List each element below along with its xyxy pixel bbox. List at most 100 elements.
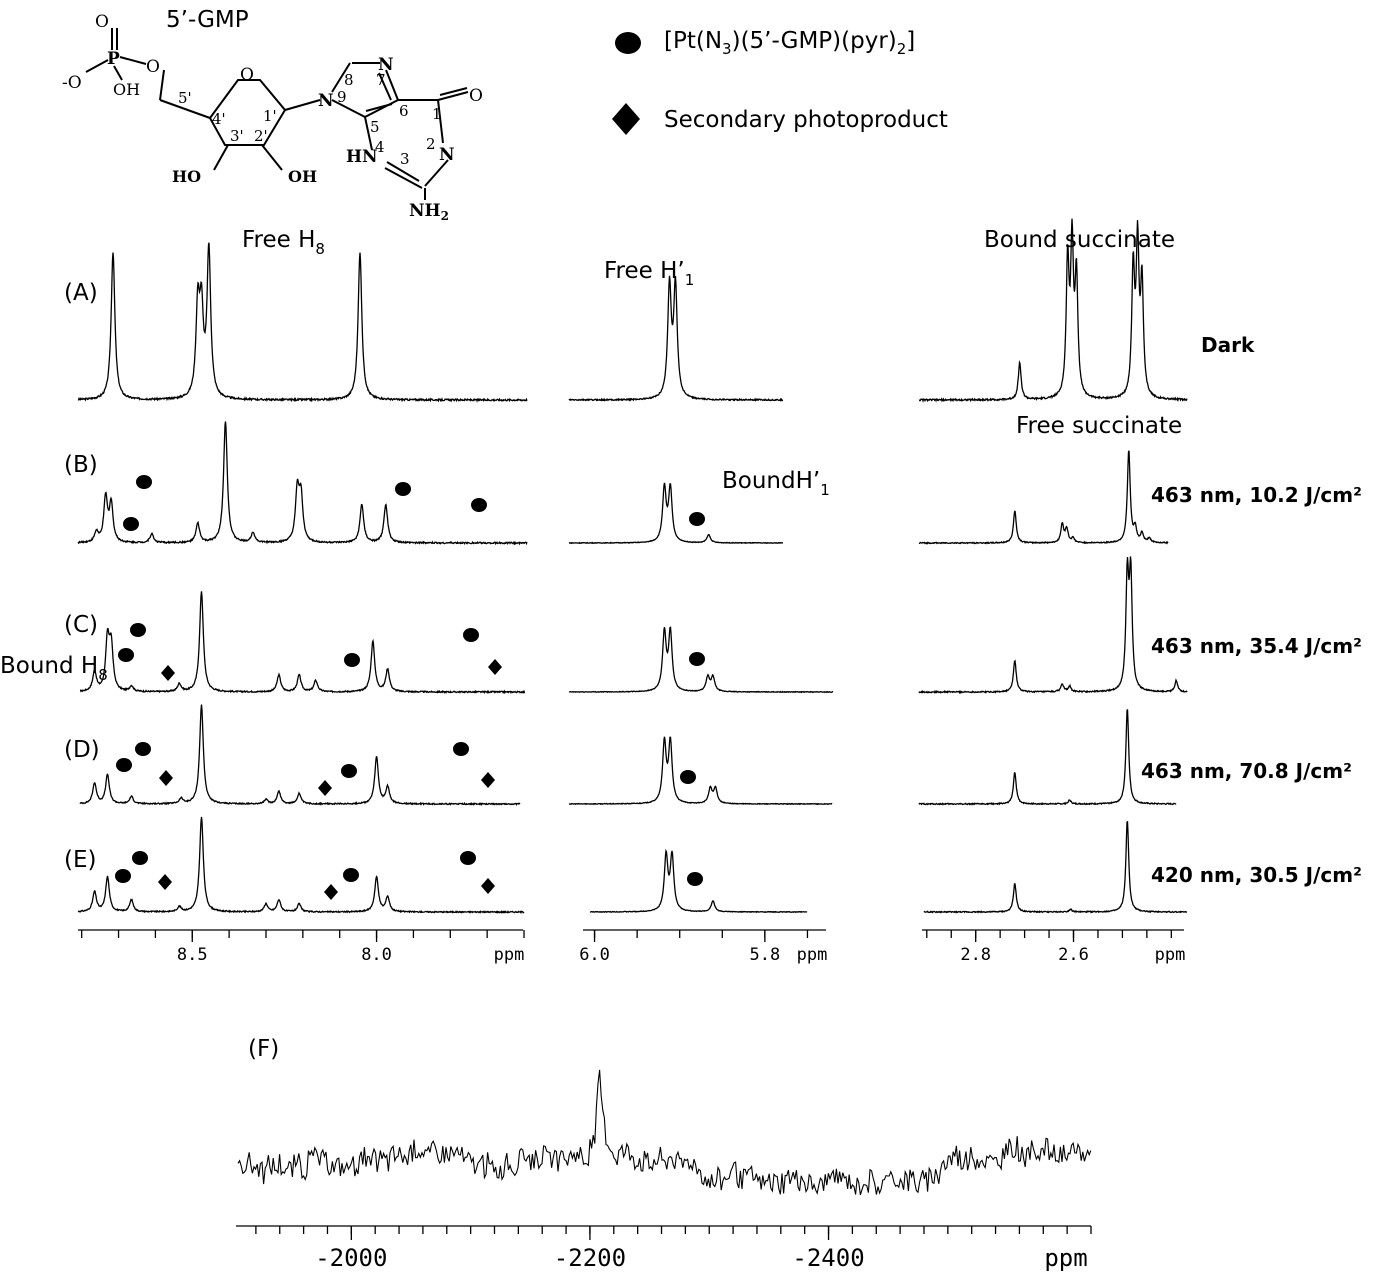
spectrum-trace [918,218,1188,403]
label-3prime: 3' [230,127,244,145]
peak-markers [115,475,705,900]
atom-oh-2: OH [288,167,317,186]
circle-marker [680,770,696,784]
condition-a: Dark [1201,333,1255,357]
spectrum-trace [79,704,521,807]
circle-marker [395,482,411,496]
x-axis-label: ppm [1155,945,1186,965]
spectrum-trace [918,450,1169,545]
annotation-free-succinate: Free succinate [1016,413,1182,439]
atom-o-top: O [95,12,109,32]
spectrum-trace [79,591,526,695]
label-8: 8 [344,71,354,89]
atom-nh2: NH2 [409,201,449,223]
atom-n7: N [378,55,394,75]
x-tick-label-f: -2200 [554,1244,626,1272]
label-2: 2 [426,135,436,153]
row-label-e: (E) [64,847,96,873]
x-tick-label: 5.8 [750,945,781,965]
x-tick-label: 2.6 [1058,945,1089,965]
label-6: 6 [399,102,409,120]
circle-marker [116,758,132,772]
annotation-free-h8: Free H8 [242,227,325,258]
row-conditions: Dark 463 nm, 10.2 J/cm² 463 nm, 35.4 J/c… [1141,333,1362,887]
circle-marker [115,869,131,883]
circle-marker [343,868,359,882]
diamond-marker [481,878,495,894]
x-tick-label: 6.0 [579,945,610,965]
row-label-b: (B) [64,452,98,478]
circle-marker [135,742,151,756]
spectrum-trace [568,626,834,694]
diamond-marker [158,874,172,890]
label-4prime: 4' [212,110,226,128]
condition-d: 463 nm, 70.8 J/cm² [1141,759,1352,783]
spectrum-trace [77,421,528,546]
annotation-bound-h8: Bound H8 [0,653,108,684]
circle-marker [689,652,705,666]
spectrum-trace [568,736,833,806]
diamond-marker [159,770,173,786]
annotation-free-h1: Free H’1 [604,258,694,289]
row-labels: (A) (B) (C) (D) (E) (F) [64,280,279,1062]
circle-marker [687,872,703,886]
circle-marker [136,475,152,489]
atom-oh-p: OH [113,80,140,99]
label-9: 9 [337,88,347,106]
label-3: 3 [400,150,410,168]
circle-marker [132,851,148,865]
x-axis-label: ppm [494,945,525,965]
diamond-marker [161,665,175,681]
atom-o6: O [469,86,483,106]
circle-marker [689,512,705,526]
gmp-atom-labels: O P O -O OH 5' O 4' 1' 3' 2' HO OH N 9 8… [62,12,483,223]
row-label-d: (D) [64,737,100,763]
spectrum-trace [77,242,528,403]
label-1prime: 1' [263,107,277,125]
circle-marker [341,764,357,778]
circle-marker [463,628,479,642]
x-tick-label: 8.5 [177,945,208,965]
spectrum-trace [589,848,808,914]
spectrum-trace [923,821,1188,914]
circle-marker [453,742,469,756]
spectrum-trace [918,709,1177,806]
atom-o-minus: -O [62,73,82,93]
label-1: 1 [432,105,442,123]
circle-marker [460,851,476,865]
legend-circle-marker [615,32,641,54]
circle-marker [471,498,487,512]
circle-marker [118,648,134,662]
label-4: 4 [375,138,385,156]
diamond-marker [324,884,338,900]
label-7: 7 [376,71,386,89]
x-tick-label-f: -2400 [792,1244,864,1272]
gmp-structure [85,28,469,200]
spectrum-trace [77,816,525,915]
spectrum-trace [568,482,784,545]
x-tick-label: 8.0 [361,945,392,965]
label-2prime: 2' [254,127,268,145]
label-5prime: 5' [178,89,192,107]
condition-e: 420 nm, 30.5 J/cm² [1151,863,1362,887]
circle-marker [344,653,360,667]
x-tick-label-f: -2000 [315,1244,387,1272]
diamond-marker [481,772,495,788]
legend-diamond-label: Secondary photoproduct [664,107,948,133]
legend: [Pt(N3)(5’-GMP)(pyr)2] Secondary photopr… [612,28,948,135]
row-label-c: (C) [64,612,98,638]
axes: 8.5 8.0 ppm 6.0 5.8 ppm 2.8 2.6 ppm -2000 -2200 -24… [78,929,1186,1272]
legend-diamond-marker [612,103,640,135]
legend-circle-label: [Pt(N3)(5’-GMP)(pyr)2] [664,28,915,58]
circle-marker [123,517,139,531]
x-tick-label: 2.8 [960,945,991,965]
spectrum-trace-f [237,1069,1092,1196]
atom-o-ring: O [240,65,254,85]
condition-c: 463 nm, 35.4 J/cm² [1151,634,1362,658]
spectrum-trace [568,275,784,402]
x-axis-label-f: ppm [1044,1244,1087,1272]
atom-ho-3: HO [172,167,201,186]
spectra [77,218,1188,1196]
annotation-bound-h1: BoundH’1 [722,468,830,499]
diamond-marker [318,780,332,796]
